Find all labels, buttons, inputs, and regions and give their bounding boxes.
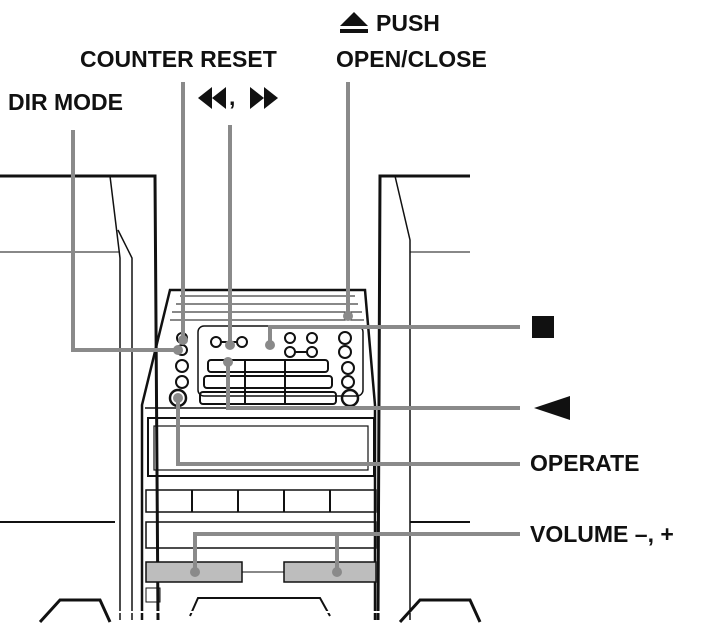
eject-icon [340, 12, 368, 33]
dir-mode-label: DIR MODE [8, 89, 123, 115]
push-label: PUSH [376, 10, 440, 36]
right-speaker [376, 174, 470, 621]
callout-volume [193, 532, 520, 572]
left-speaker [0, 174, 160, 621]
play-icon [534, 396, 570, 420]
stop-icon [532, 316, 554, 338]
callout-lines [71, 82, 520, 572]
open-close-label: OPEN/CLOSE [336, 46, 487, 72]
volume-label: VOLUME –, + [530, 521, 674, 547]
rewind-icon [198, 87, 226, 109]
callout-stop [268, 325, 520, 345]
callout-dir-mode [71, 130, 178, 352]
counter-reset-label: COUNTER RESET [80, 46, 277, 72]
ff-rew-separator: , [229, 84, 236, 110]
callout-operate [176, 398, 520, 466]
callout-play [226, 362, 520, 410]
operate-label: OPERATE [530, 450, 640, 476]
fast-forward-icon [250, 87, 278, 109]
